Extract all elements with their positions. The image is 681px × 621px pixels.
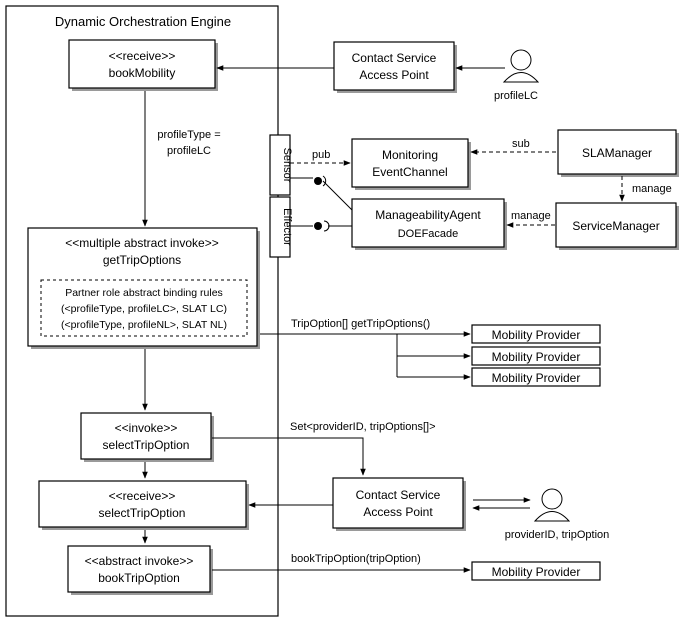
monitoring-line2: EventChannel [372, 165, 447, 179]
receive-select-stereotype: <<receive>> [109, 489, 176, 503]
rule-1: (<profileType, profileLC>, SLAT LC) [61, 303, 227, 315]
agent-line1: ManageabilityAgent [375, 208, 481, 222]
multi-invoke-stereotype: <<multiple abstract invoke>> [65, 236, 218, 250]
manage-label-agent: manage [511, 210, 551, 222]
set-label: Set<providerID, tripOptions[]> [290, 421, 436, 433]
sensor-label: Sensor [281, 148, 293, 183]
receive-bookmobility-node: <<receive>> bookMobility [68, 39, 218, 91]
mobility-provider-last-label: Mobility Provider [492, 565, 581, 579]
monitoring-channel: Monitoring EventChannel [351, 138, 471, 190]
engine-title: Dynamic Orchestration Engine [55, 14, 231, 29]
mobility-provider-3-label: Mobility Provider [492, 371, 581, 385]
effector-port: Effector [269, 196, 293, 258]
actor-icon [502, 49, 540, 83]
mobility-provider-1-label: Mobility Provider [492, 328, 581, 342]
contact-top-line2: Access Point [359, 68, 429, 82]
invoke-select-name: selectTripOption [103, 438, 190, 452]
arrow-invoke-to-contact [212, 437, 366, 476]
contact-service-top: Contact Service Access Point [333, 41, 457, 93]
invoke-select-stereotype: <<invoke>> [115, 421, 178, 435]
rules-title: Partner role abstract binding rules [65, 287, 223, 299]
agent-line2: DOEFacade [398, 228, 459, 240]
book-call-label: bookTripOption(tripOption) [291, 553, 421, 565]
rule-2: (<profileType, profileNL>, SLAT NL) [61, 319, 227, 331]
get-trip-call-label: TripOption[] getTripOptions() [291, 318, 430, 330]
contact-bottom-line2: Access Point [363, 505, 433, 519]
mobility-provider-2-label: Mobility Provider [492, 350, 581, 364]
effector-label: Effector [281, 208, 293, 246]
pub-label: pub [312, 149, 330, 161]
contact-service-bottom: Contact Service Access Point [332, 477, 466, 531]
manageability-agent: ManageabilityAgent DOEFacade [351, 198, 507, 250]
receive-select-node: <<receive>> selectTripOption [38, 480, 249, 530]
actor-top-label: profileLC [494, 90, 538, 102]
transition-label-1: profileType = [157, 129, 220, 141]
sensor-port: Sensor [269, 134, 293, 196]
effector-connector [290, 220, 352, 232]
abstract-book-name: bookTripOption [98, 571, 180, 585]
mobility-provider-3: Mobility Provider [471, 367, 601, 387]
abstract-book-stereotype: <<abstract invoke>> [85, 554, 194, 568]
mobility-provider-2: Mobility Provider [471, 346, 601, 366]
sub-label: sub [512, 138, 530, 150]
actor-bottom-label: providerID, tripOption [505, 529, 610, 541]
multi-invoke-node: <<multiple abstract invoke>> getTripOpti… [27, 227, 260, 349]
manage-label-sla: manage [632, 183, 672, 195]
abstract-book-node: <<abstract invoke>> bookTripOption [67, 545, 213, 595]
contact-bottom-line1: Contact Service [356, 488, 441, 502]
monitoring-line1: Monitoring [382, 148, 438, 162]
mobility-provider-1: Mobility Provider [471, 324, 601, 344]
receive-stereotype: <<receive>> [109, 49, 176, 63]
invoke-select-node: <<invoke>> selectTripOption [80, 412, 214, 462]
receive-select-name: selectTripOption [99, 506, 186, 520]
multi-invoke-name: getTripOptions [103, 253, 181, 267]
sla-manager: SLAManager [557, 129, 679, 177]
mobility-provider-last: Mobility Provider [471, 561, 601, 581]
transition-label-2: profileLC [167, 145, 211, 157]
service-manager: ServiceManager [555, 202, 679, 250]
receive-name: bookMobility [109, 66, 176, 80]
contact-top-line1: Contact Service [352, 51, 437, 65]
actor-icon [533, 488, 571, 522]
sla-manager-label: SLAManager [582, 146, 652, 160]
service-manager-label: ServiceManager [572, 219, 659, 233]
sensor-connector [290, 175, 353, 211]
